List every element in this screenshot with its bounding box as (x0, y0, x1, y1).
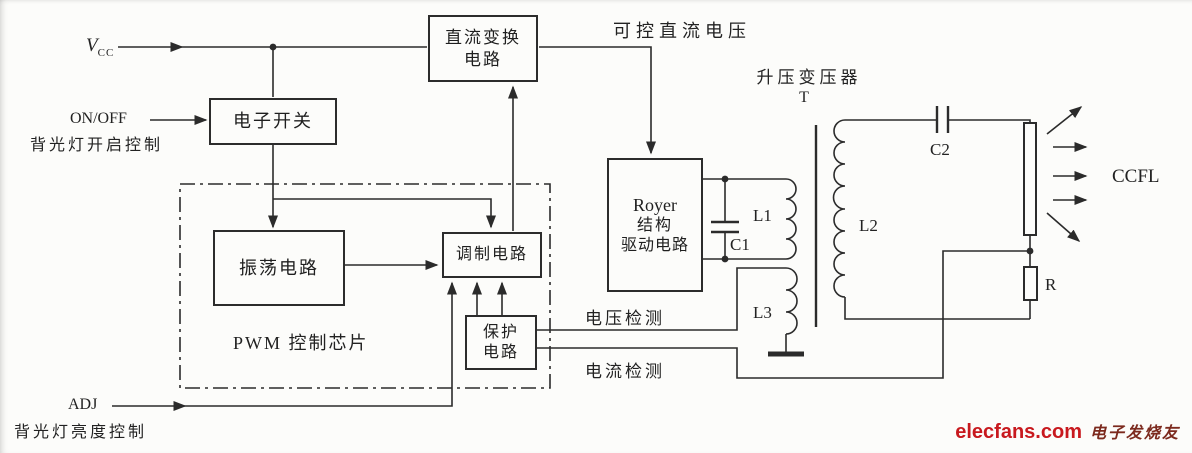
vcc-label: VCC (86, 35, 114, 59)
transformer-label: 升压变压器 (756, 68, 862, 87)
oscillator-label: 振荡电路 (239, 257, 319, 278)
adj-desc-label: 背光灯亮度控制 (14, 424, 148, 441)
protection-to-modulator-wires (472, 281, 507, 315)
royer-tank-wires (703, 178, 786, 260)
protection-label-line1: 保护 (482, 323, 519, 341)
current-detect-wire (537, 250, 1030, 379)
adj-wire (112, 281, 457, 411)
watermark-brand: elecfans.com (955, 421, 1082, 443)
light-ray-arrows (1046, 106, 1088, 242)
primary-winding-l1-icon (785, 178, 797, 260)
electronic-switch-label: 电子开关 (233, 111, 313, 132)
current-detect-label: 电流检测 (585, 362, 665, 381)
protection-label-line2: 电路 (482, 343, 519, 361)
l2-return-wire (844, 297, 1030, 320)
pwm-chip-dashed-border (179, 183, 551, 389)
vcc-wire (118, 42, 427, 97)
r-ref-label: R (1045, 275, 1057, 294)
transformer-ref-label: T (799, 89, 809, 106)
capacitor-c1-icon (711, 220, 739, 234)
c1-ref-label: C1 (730, 235, 750, 254)
electronic-switch-block: 电子开关 (209, 98, 337, 145)
modulator-block: 调制电路 (442, 232, 542, 278)
ccfl-label: CCFL (1112, 166, 1160, 187)
vcc-symbol: V (86, 35, 98, 56)
onoff-label: ON/OFF (70, 110, 127, 127)
dc-to-royer-wire (539, 46, 656, 155)
c2-to-lamp-wire (948, 119, 1031, 123)
resistor-r-icon (1023, 266, 1038, 301)
oscillator-block: 振荡电路 (213, 230, 345, 306)
l3-ref-label: L3 (753, 303, 772, 322)
c2-ref-label: C2 (930, 140, 950, 159)
l2-ref-label: L2 (859, 216, 878, 235)
watermark: elecfans.com 电子发烧友 (955, 419, 1180, 444)
royer-label-line1: Royer (633, 194, 677, 215)
dc-converter-label-line1: 直流变换 (445, 28, 521, 48)
dc-converter-label-line2: 电路 (464, 49, 502, 69)
modulator-label: 调制电路 (455, 246, 528, 263)
vcc-subscript: CC (97, 46, 115, 59)
junction-dots (269, 43, 1034, 263)
protection-block: 保护 电路 (465, 315, 537, 370)
royer-drive-block: Royer 结构 驱动电路 (607, 158, 703, 292)
capacitor-c2-icon (935, 106, 950, 133)
controllable-dc-label: 可控直流电压 (613, 21, 751, 41)
voltage-detect-wire (537, 267, 786, 331)
royer-label-line3: 驱动电路 (620, 237, 689, 255)
voltage-detect-label: 电压检测 (585, 309, 665, 328)
sense-winding-l3-icon (785, 267, 798, 335)
onoff-desc-label: 背光灯开启控制 (30, 137, 164, 154)
ccfl-lamp-icon (1023, 122, 1037, 236)
watermark-suffix: 电子发烧友 (1089, 425, 1180, 442)
dc-converter-block: 直流变换 电路 (428, 15, 538, 82)
l1-ref-label: L1 (753, 206, 772, 225)
secondary-winding-l2-icon (832, 119, 846, 298)
switch-output-wires (268, 145, 496, 229)
adj-label: ADJ (68, 396, 98, 413)
pwm-chip-label: PWM 控制芯片 (233, 333, 369, 353)
royer-label-line2: 结构 (636, 217, 673, 235)
